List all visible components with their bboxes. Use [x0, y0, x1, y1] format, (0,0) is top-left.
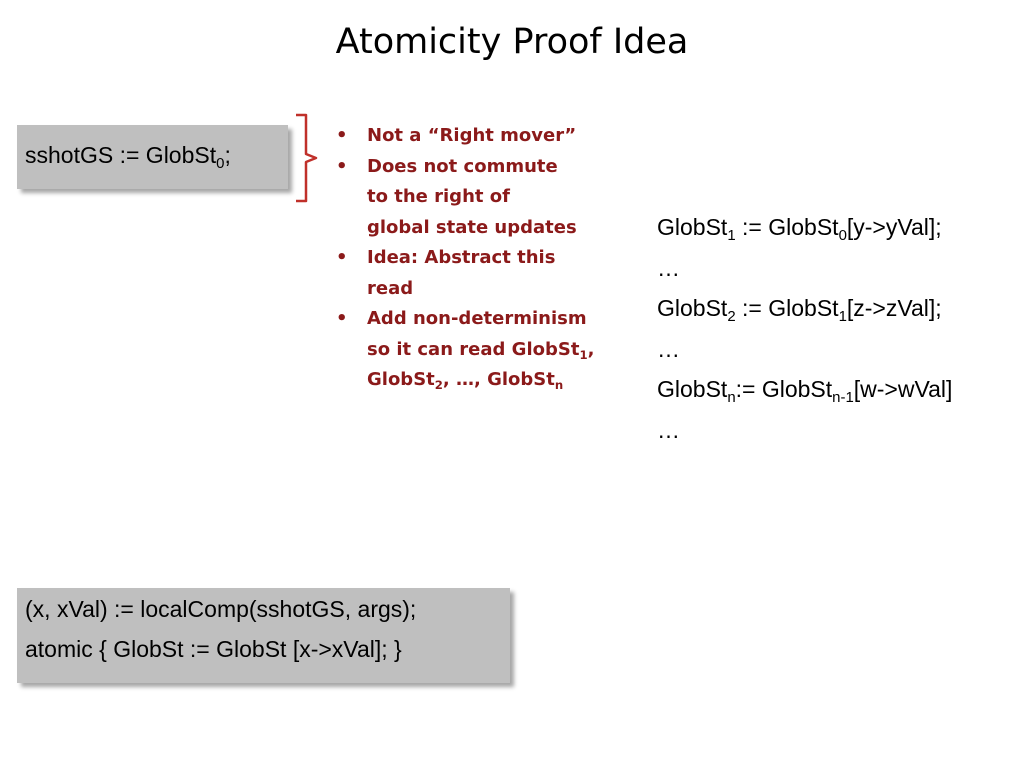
bullet-list: • Not a “Right mover” • Does not commute…	[336, 121, 626, 396]
bullet-icon: •	[336, 125, 348, 146]
code-line: (x, xVal) := localComp(sshotGS, args);	[25, 596, 417, 622]
bullet-icon: •	[336, 247, 348, 268]
update-line: GlobStn:= GlobStn-1[w->wVal]	[657, 376, 953, 407]
global-state-updates: GlobSt1 := GlobSt0[y->yVal]; … GlobSt2 :…	[657, 210, 1024, 453]
bullet-item: • Idea: Abstract this read	[336, 243, 626, 304]
local-computation-code-box: (x, xVal) := localComp(sshotGS, args); a…	[17, 588, 510, 683]
update-line: GlobSt1 := GlobSt0[y->yVal];	[657, 214, 942, 245]
right-brace-icon	[296, 113, 318, 203]
bullet-item: • Not a “Right mover”	[336, 121, 626, 152]
ellipsis-line: …	[657, 254, 680, 281]
bullet-item: • Does not commute to the right of globa…	[336, 152, 626, 244]
bullet-icon: •	[336, 308, 348, 329]
ellipsis-line: …	[657, 335, 680, 362]
update-line: GlobSt2 := GlobSt1[z->zVal];	[657, 295, 942, 326]
snapshot-code-box: sshotGS := GlobSt0;	[17, 125, 288, 189]
bullet-item: • Add non-determinism so it can read Glo…	[336, 304, 626, 396]
snapshot-code-text: sshotGS := GlobSt0;	[25, 142, 231, 173]
slide-title: Atomicity Proof Idea	[335, 22, 689, 62]
bullet-icon: •	[336, 155, 348, 177]
code-line: atomic { GlobSt := GlobSt [x->xVal]; }	[25, 636, 402, 662]
ellipsis-line: …	[657, 416, 680, 443]
